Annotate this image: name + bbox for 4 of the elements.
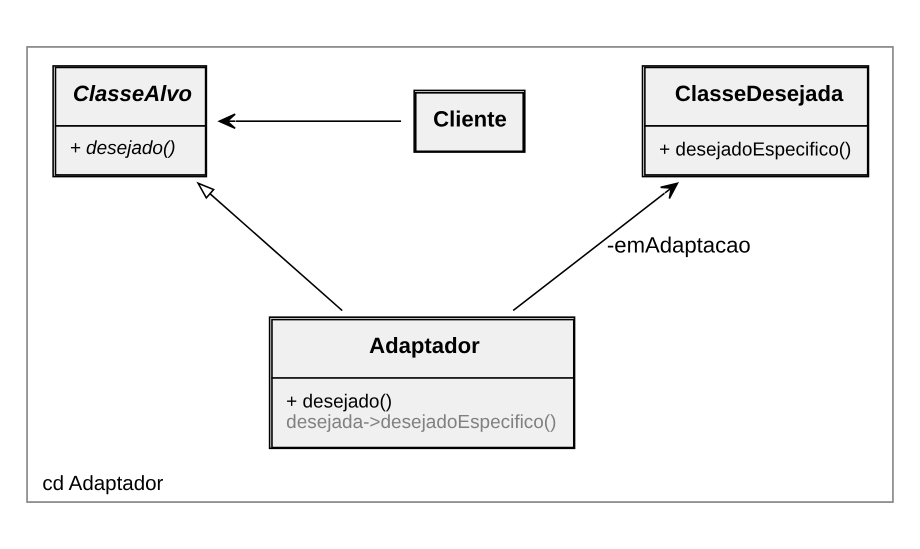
arrow [218,113,402,130]
edge-label: -emAdaptacao [606,232,751,258]
arrow [512,182,678,312]
arrow [196,182,343,312]
